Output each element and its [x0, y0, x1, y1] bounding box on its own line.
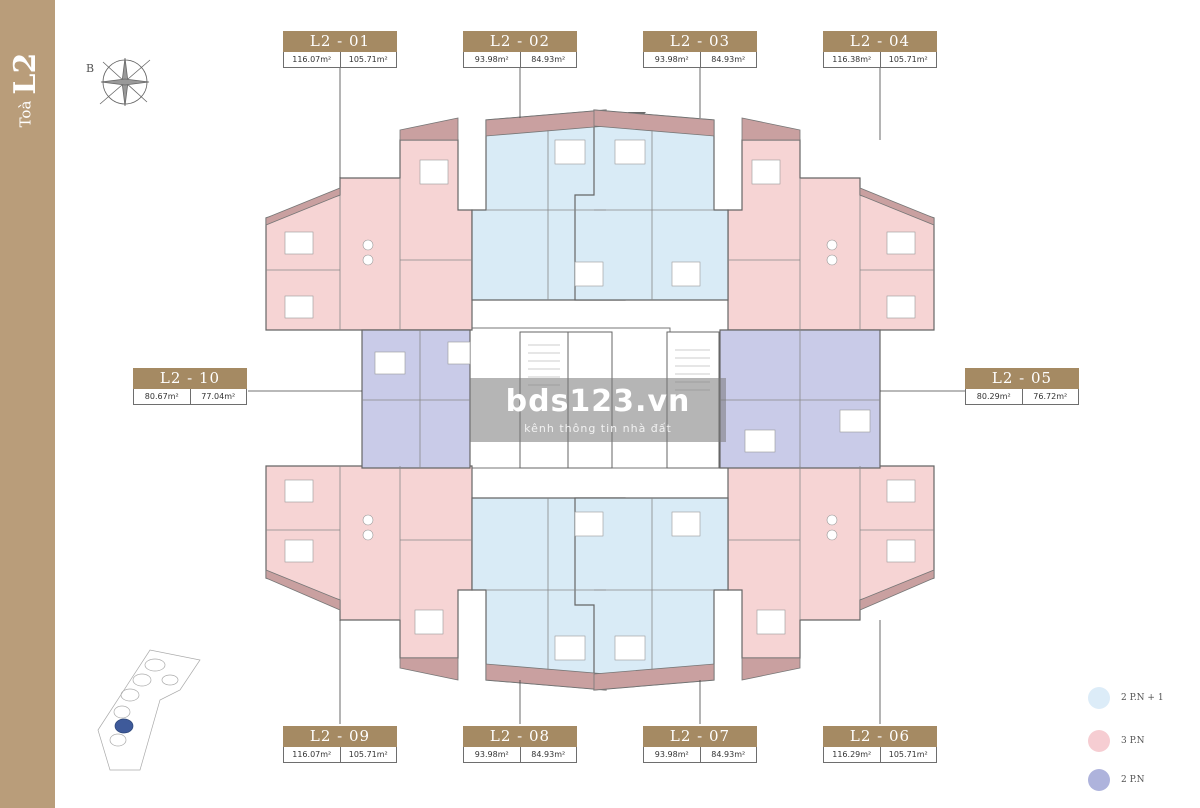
unit-area-built: 93.98m² — [474, 750, 509, 759]
unit-label-09[interactable]: L2 - 09 116.07m² 105.71m² — [283, 726, 397, 763]
interior-walls — [266, 130, 934, 670]
unit-name: L2 - 09 — [283, 726, 397, 747]
legend-label: 2 P.N + 1 — [1121, 693, 1164, 703]
compass-icon — [99, 57, 151, 107]
unit-area-net: 105.71m² — [339, 52, 397, 67]
watermark-tagline: kênh thông tin nhà đất — [524, 422, 672, 435]
unit-area-built: 116.38m² — [832, 55, 872, 64]
unit-name: L2 - 01 — [283, 31, 397, 52]
unit-name: L2 - 02 — [463, 31, 577, 52]
unit-label-08[interactable]: L2 - 08 93.98m² 84.93m² — [463, 726, 577, 763]
compass-north-label: B — [86, 62, 94, 75]
units-2pn1 — [471, 109, 729, 691]
unit-area-net: 77.04m² — [189, 389, 247, 404]
unit-name: L2 - 08 — [463, 726, 577, 747]
unit-area-built: 93.98m² — [474, 55, 509, 64]
unit-area-net: 84.93m² — [519, 52, 577, 67]
legend-swatch — [1088, 769, 1110, 791]
unit-area-net: 105.71m² — [879, 747, 937, 762]
unit-area-built: 80.67m² — [144, 392, 179, 401]
unit-label-01[interactable]: L2 - 01 116.07m² 105.71m² — [283, 31, 397, 68]
legend-swatch — [1088, 687, 1110, 709]
unit-area-built: 93.98m² — [654, 750, 689, 759]
unit-label-04[interactable]: L2 - 04 116.38m² 105.71m² — [823, 31, 937, 68]
sidebar: ToàL2 — [0, 0, 55, 808]
unit-area-built: 93.98m² — [654, 55, 689, 64]
unit-area-built: 80.29m² — [976, 392, 1011, 401]
unit-area-built: 116.07m² — [292, 55, 332, 64]
watermark-brand: bds123.vn — [505, 384, 691, 419]
unit-name: L2 - 06 — [823, 726, 937, 747]
legend-label: 2 P.N — [1121, 775, 1145, 785]
unit-area-net: 105.71m² — [339, 747, 397, 762]
unit-label-02[interactable]: L2 - 02 93.98m² 84.93m² — [463, 31, 577, 68]
unit-area-net: 76.72m² — [1021, 389, 1079, 404]
site-map-thumbnail — [97, 649, 201, 771]
legend-swatch — [1088, 730, 1110, 752]
unit-label-05[interactable]: L2 - 05 80.29m² 76.72m² — [965, 368, 1079, 405]
unit-area-net: 84.93m² — [519, 747, 577, 762]
unit-shape-07 — [574, 497, 729, 691]
unit-name: L2 - 03 — [643, 31, 757, 52]
unit-area-built: 116.07m² — [292, 750, 332, 759]
unit-name: L2 - 05 — [965, 368, 1079, 389]
legend-label: 3 P.N — [1121, 736, 1145, 746]
unit-label-07[interactable]: L2 - 07 93.98m² 84.93m² — [643, 726, 757, 763]
unit-label-06[interactable]: L2 - 06 116.29m² 105.71m² — [823, 726, 937, 763]
legend-item-2pn1: 2 P.N + 1 — [1088, 686, 1164, 710]
unit-area-built: 116.29m² — [832, 750, 872, 759]
unit-name: L2 - 07 — [643, 726, 757, 747]
watermark: bds123.vn kênh thông tin nhà đất — [470, 378, 726, 442]
leader-lines — [248, 67, 968, 724]
unit-area-net: 84.93m² — [699, 52, 757, 67]
furniture — [284, 139, 916, 661]
unit-area-net: 84.93m² — [699, 747, 757, 762]
unit-name: L2 - 10 — [133, 368, 247, 389]
unit-area-net: 105.71m² — [879, 52, 937, 67]
unit-name: L2 - 04 — [823, 31, 937, 52]
unit-shape-03 — [574, 109, 729, 301]
unit-label-03[interactable]: L2 - 03 93.98m² 84.93m² — [643, 31, 757, 68]
unit-label-10[interactable]: L2 - 10 80.67m² 77.04m² — [133, 368, 247, 405]
balconies — [265, 109, 935, 691]
legend-item-2pn: 2 P.N — [1088, 768, 1145, 792]
legend-item-3pn: 3 P.N — [1088, 729, 1145, 753]
